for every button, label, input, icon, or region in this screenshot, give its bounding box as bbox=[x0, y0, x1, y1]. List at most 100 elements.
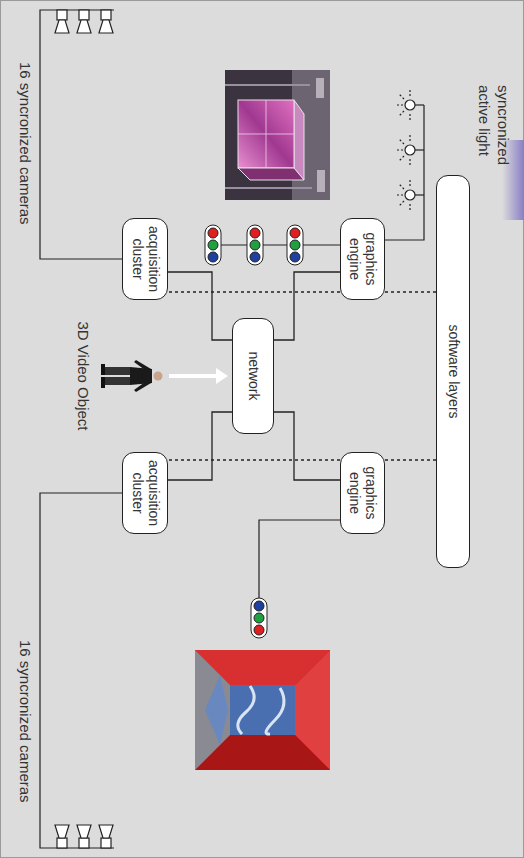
rgb-indicator-part bbox=[287, 225, 303, 265]
light-symbol-part-part bbox=[409, 159, 410, 165]
rgb-indicator-part bbox=[208, 240, 218, 250]
camera-symbol bbox=[40, 493, 122, 848]
person-figure-part bbox=[130, 367, 152, 385]
light-symbol-part bbox=[396, 180, 424, 210]
stage-photo-part bbox=[225, 84, 310, 86]
rgb-indicator-part bbox=[250, 228, 260, 238]
room-render-part bbox=[230, 685, 295, 735]
light-symbol-part-part bbox=[405, 100, 415, 110]
light-symbol-part-part bbox=[396, 194, 403, 195]
rgb-indicator-part bbox=[254, 625, 264, 635]
light-symbol-part-part bbox=[415, 149, 424, 150]
connector-line bbox=[168, 412, 232, 480]
person-figure-part bbox=[104, 367, 130, 375]
camera-symbol-part bbox=[40, 493, 122, 848]
stage-photo-part bbox=[225, 187, 312, 189]
annotation-label: 16 syncronized cameras bbox=[15, 640, 34, 830]
light-symbol-part-part bbox=[409, 135, 410, 141]
camera-symbol-part bbox=[55, 20, 69, 33]
dashed-link bbox=[168, 459, 340, 460]
box-label: network bbox=[245, 351, 261, 400]
light-symbol-part-part bbox=[405, 190, 415, 200]
camera-symbol-part bbox=[57, 838, 67, 848]
person-figure-part bbox=[134, 382, 151, 392]
person-figure-part bbox=[101, 377, 105, 388]
dashed-link bbox=[385, 459, 436, 460]
light-symbol-part-part bbox=[399, 201, 404, 206]
box-label: graphics engine bbox=[347, 224, 378, 294]
stage-photo bbox=[225, 70, 330, 200]
light-symbol-part-part bbox=[409, 90, 410, 96]
connector-line bbox=[168, 272, 232, 340]
dashed-link bbox=[385, 291, 436, 292]
dashed-link bbox=[168, 291, 340, 292]
room-render-part bbox=[266, 688, 284, 734]
annotation-label: 3D Video Object bbox=[73, 306, 92, 446]
room-render-part bbox=[205, 675, 228, 745]
light-symbol-part-part bbox=[399, 184, 404, 189]
camera-symbol-part bbox=[77, 20, 91, 33]
rgb-indicator-part bbox=[208, 252, 218, 262]
stage-photo-part bbox=[294, 100, 304, 180]
process-box: graphics engine bbox=[340, 218, 385, 300]
camera-symbol-part bbox=[101, 10, 111, 20]
light-symbol-part-part bbox=[399, 139, 404, 144]
rgb-indicator bbox=[205, 225, 340, 265]
annotation-label: 16 syncronized cameras bbox=[15, 62, 34, 252]
light-symbol-part bbox=[385, 105, 424, 240]
stage-photo-part bbox=[238, 168, 304, 180]
stage-photo-part bbox=[238, 100, 294, 168]
person-figure-part bbox=[216, 368, 228, 384]
room-render-part bbox=[195, 650, 330, 770]
camera-symbol-part bbox=[99, 20, 113, 33]
rgb-indicator-part bbox=[250, 252, 260, 262]
rgb-indicator-part bbox=[254, 613, 264, 623]
rgb-indicator-part bbox=[213, 244, 340, 245]
light-symbol-part-part bbox=[409, 204, 410, 210]
room-render-part bbox=[195, 650, 230, 770]
person-figure-part bbox=[134, 360, 151, 370]
light-symbol-part-part bbox=[405, 145, 415, 155]
room-render bbox=[195, 650, 330, 770]
light-symbol-part-part bbox=[409, 180, 410, 186]
rgb-indicator-part bbox=[254, 601, 264, 611]
stage-photo-part bbox=[266, 100, 267, 168]
rgb-indicator-part bbox=[290, 240, 300, 250]
network-box: network bbox=[232, 318, 274, 434]
camera-symbol-part bbox=[40, 10, 122, 259]
rgb-indicator-part bbox=[205, 225, 221, 265]
camera-symbol-part bbox=[77, 825, 91, 838]
annotation-label: syncronized active light bbox=[475, 85, 513, 185]
box-label: acquisition cluster bbox=[129, 458, 160, 528]
process-box: acquisition cluster bbox=[122, 218, 168, 300]
rgb-indicator bbox=[251, 520, 340, 638]
rgb-indicator-part bbox=[290, 228, 300, 238]
light-symbol bbox=[385, 90, 424, 240]
light-symbol-part-part bbox=[399, 94, 404, 99]
rgb-indicator-part bbox=[247, 225, 263, 265]
process-box: graphics engine bbox=[340, 452, 385, 534]
box-label: graphics engine bbox=[347, 458, 378, 528]
process-box: acquisition cluster bbox=[122, 452, 168, 534]
box-label: acquisition cluster bbox=[129, 224, 160, 294]
layer-bar: software layers bbox=[436, 175, 470, 568]
camera-symbol-part bbox=[99, 825, 113, 838]
light-symbol-part-part bbox=[396, 149, 403, 150]
camera-symbol-part bbox=[57, 10, 67, 20]
person-figure-part bbox=[169, 374, 218, 378]
person-figure-part bbox=[154, 372, 163, 381]
connector-line bbox=[274, 272, 340, 340]
light-symbol-part-part bbox=[409, 114, 410, 120]
person-figure bbox=[101, 360, 228, 392]
person-figure-part bbox=[101, 364, 105, 375]
light-symbol-part bbox=[396, 135, 424, 165]
person-figure-part bbox=[104, 377, 130, 385]
rgb-indicator-part bbox=[251, 598, 267, 638]
light-symbol-part bbox=[396, 90, 424, 120]
rgb-indicator-part bbox=[250, 240, 260, 250]
stage-photo-part bbox=[316, 78, 324, 98]
stage-photo-part bbox=[317, 170, 325, 192]
box-label: software layers bbox=[445, 324, 461, 418]
